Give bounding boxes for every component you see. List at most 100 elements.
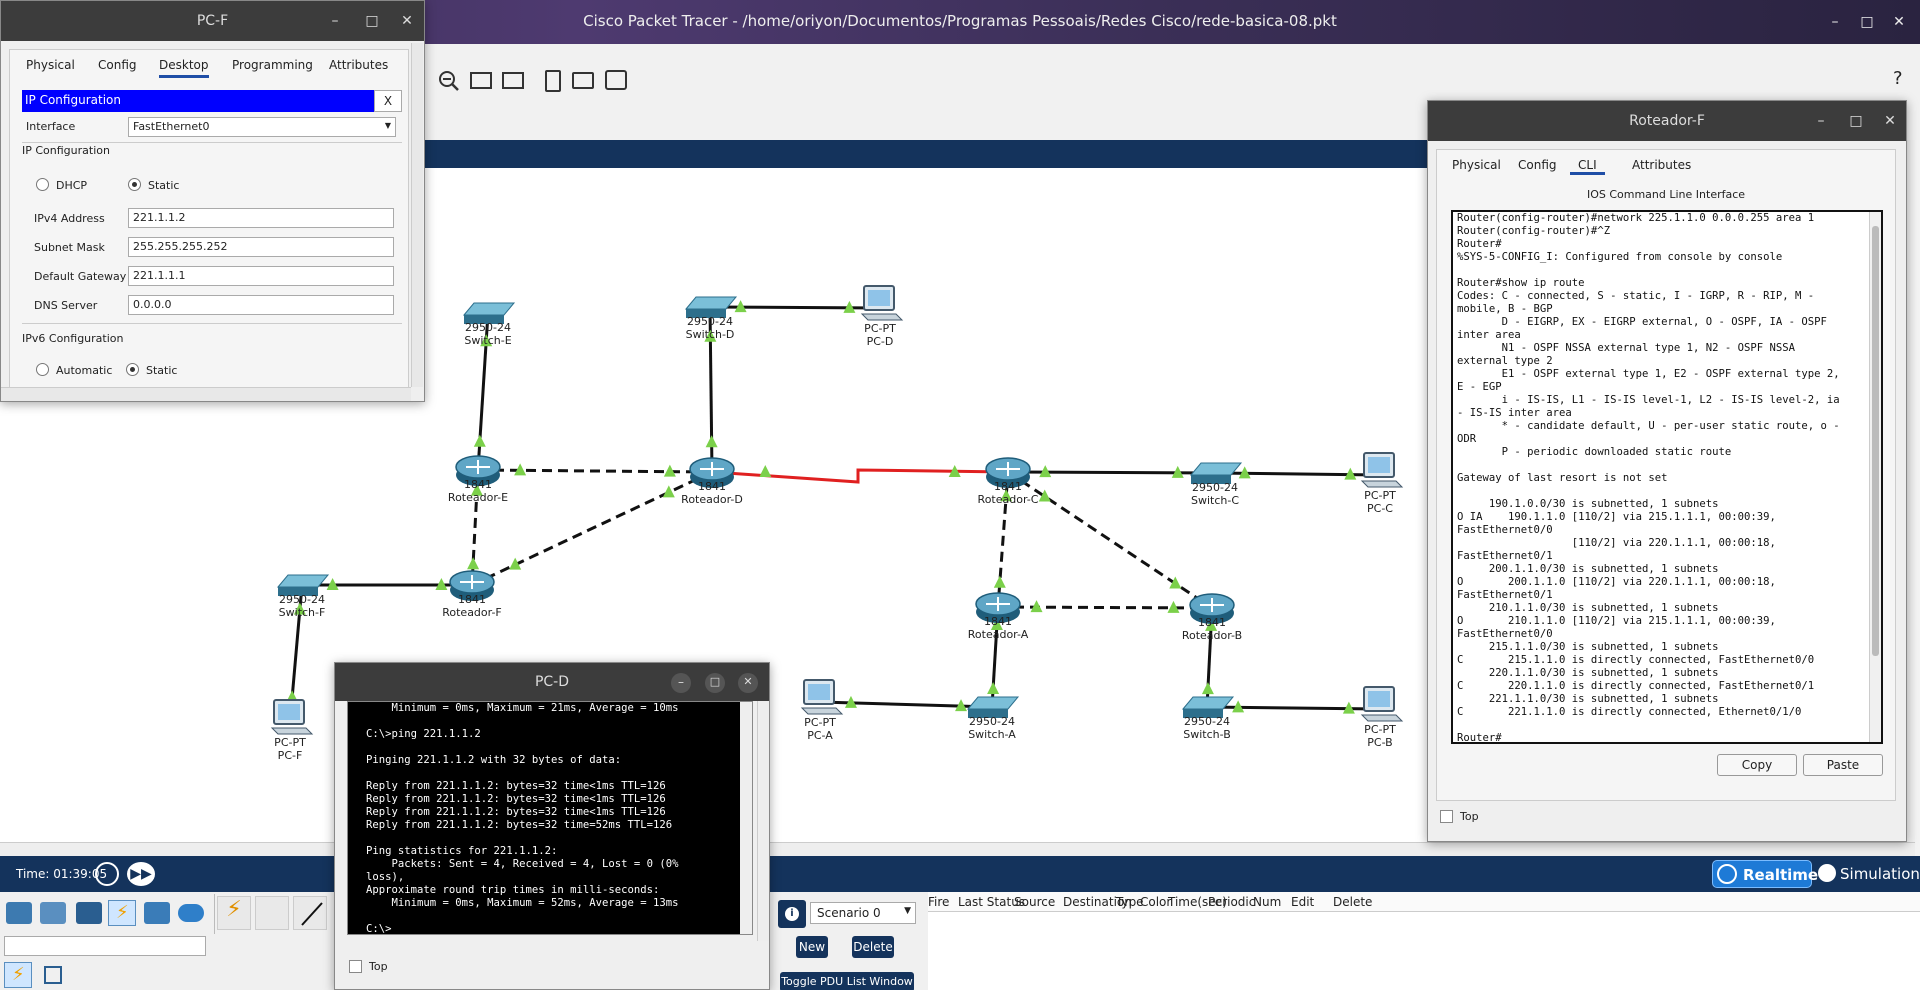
- tab-config[interactable]: Config: [98, 58, 137, 72]
- fast-forward-icon[interactable]: ▶▶: [127, 862, 155, 886]
- ipv4-label: IPv4 Address: [34, 212, 105, 225]
- link-status-icon: [663, 464, 676, 477]
- minimize-button[interactable]: –: [1831, 14, 1839, 30]
- pdu-col-type: Type: [1116, 895, 1144, 909]
- interface-select[interactable]: FastEthernet0▼: [128, 117, 396, 137]
- pc-f-maximize-button[interactable]: □: [365, 13, 379, 29]
- interface-label: Interface: [26, 120, 76, 133]
- ip-config-close-button[interactable]: X: [374, 90, 402, 112]
- zoom-out-icon[interactable]: [438, 70, 460, 92]
- tab-attributes[interactable]: Attributes: [329, 58, 389, 72]
- pc-f-hscrollbar[interactable]: [1, 387, 411, 401]
- cli-console[interactable]: Router(config-router)#network 225.1.1.0 …: [1451, 210, 1883, 744]
- simulation-button[interactable]: Simulation: [1816, 860, 1920, 888]
- ipv6-automatic-radio[interactable]: [36, 363, 49, 376]
- cli-scrollbar[interactable]: [1869, 212, 1881, 742]
- misc-icon[interactable]: [144, 902, 170, 924]
- info-icon[interactable]: i: [778, 900, 806, 928]
- rf-top-checkbox[interactable]: [1440, 810, 1453, 823]
- help-icon[interactable]: ?: [1893, 68, 1903, 89]
- pc-f-vscrollbar[interactable]: [411, 43, 423, 387]
- lightning-connection-icon[interactable]: ⚡: [4, 962, 32, 988]
- maximize-button[interactable]: □: [1860, 14, 1874, 30]
- pc-d-minimize-button[interactable]: –: [671, 673, 691, 693]
- image-icon[interactable]: [605, 70, 627, 90]
- pc-d-close-button[interactable]: ✕: [738, 673, 758, 693]
- tab-programming[interactable]: Programming: [232, 58, 313, 72]
- topology-diagram[interactable]: [0, 168, 1903, 842]
- link-switch-d-pc-d: [709, 305, 881, 310]
- horizontal-scrollbar[interactable]: [0, 842, 1915, 856]
- switch-f-switch-front: [278, 587, 318, 596]
- palette-icon[interactable]: [470, 72, 492, 89]
- roteador-f-router-arrows: [460, 575, 484, 589]
- dhcp-radio[interactable]: [36, 178, 49, 191]
- roteador-a-router-arrows: [986, 597, 1010, 611]
- pc-d-maximize-button[interactable]: □: [705, 673, 725, 693]
- pc-b-pc-base: [1360, 714, 1404, 722]
- static-radio[interactable]: [128, 178, 141, 191]
- reset-time-icon[interactable]: [95, 862, 119, 886]
- terminal-scrollbar[interactable]: [740, 702, 752, 934]
- copy-button[interactable]: Copy: [1717, 754, 1797, 776]
- tab-physical[interactable]: Physical: [1452, 158, 1501, 172]
- device-type: 2950-24: [687, 315, 733, 328]
- network-devices-icon[interactable]: [6, 902, 32, 924]
- rf-minimize-button[interactable]: –: [1817, 113, 1825, 129]
- link-status-icon: [1344, 467, 1357, 480]
- pc-d-vscrollbar[interactable]: [757, 701, 769, 941]
- device-name: Switch-D: [685, 328, 735, 341]
- ipv4-field[interactable]: 221.1.1.2: [128, 208, 394, 228]
- rf-maximize-button[interactable]: □: [1849, 113, 1863, 129]
- tab-desktop[interactable]: Desktop: [159, 58, 209, 78]
- end-devices-icon[interactable]: [40, 902, 66, 924]
- switch-d-switch-front: [686, 309, 726, 318]
- new-scenario-button[interactable]: New: [796, 936, 828, 958]
- straight-cable-icon[interactable]: [293, 896, 327, 930]
- connections-icon[interactable]: ⚡: [108, 900, 136, 926]
- link-status-icon: [509, 557, 522, 570]
- tab-config[interactable]: Config: [1518, 158, 1557, 172]
- pc-a-pc-screen: [808, 684, 830, 700]
- ipv6-static-radio[interactable]: [126, 363, 139, 376]
- tab-cli[interactable]: CLI: [1570, 158, 1605, 175]
- tab-physical[interactable]: Physical: [26, 58, 75, 72]
- console-cable-icon[interactable]: [255, 896, 289, 930]
- close-button[interactable]: ✕: [1893, 14, 1905, 30]
- dns-server-field[interactable]: 0.0.0.0: [128, 295, 394, 315]
- toggle-pdu-list-button[interactable]: Toggle PDU List Window: [780, 972, 914, 990]
- notes-icon[interactable]: [545, 70, 561, 92]
- link-roteador-c-switch-c: [1007, 470, 1216, 475]
- pc-d-terminal[interactable]: Minimum = 0ms, Maximum = 21ms, Average =…: [347, 701, 753, 935]
- custom-device-icon[interactable]: [502, 72, 524, 89]
- pc-d-terminal-output[interactable]: Minimum = 0ms, Maximum = 21ms, Average =…: [366, 702, 679, 934]
- auto-connection-icon[interactable]: ⚡: [217, 896, 251, 930]
- realtime-button[interactable]: Realtime: [1712, 860, 1818, 888]
- device-search-field[interactable]: [4, 936, 206, 956]
- link-status-icon: [1039, 465, 1052, 478]
- cloud-icon[interactable]: [178, 904, 204, 922]
- delete-scenario-button[interactable]: Delete: [852, 936, 894, 958]
- device-name: Roteador-E: [447, 491, 509, 504]
- rf-close-button[interactable]: ✕: [1884, 113, 1896, 129]
- scenario-select[interactable]: Scenario 0▼: [810, 902, 916, 924]
- device-type: PC-PT: [274, 736, 306, 749]
- grid-icon[interactable]: [44, 966, 62, 984]
- components-icon[interactable]: [76, 902, 102, 924]
- paste-button[interactable]: Paste: [1803, 754, 1883, 776]
- pc-f-close-button[interactable]: ✕: [401, 13, 413, 29]
- pc-f-minimize-button[interactable]: –: [331, 13, 339, 29]
- cli-output[interactable]: Router(config-router)#network 225.1.1.0 …: [1457, 212, 1840, 742]
- device-name: PC-C: [1367, 502, 1393, 515]
- pc-d-top-checkbox[interactable]: [349, 960, 362, 973]
- subnet-mask-field[interactable]: 255.255.255.252: [128, 237, 394, 257]
- dns-label: DNS Server: [34, 299, 98, 312]
- viewport-icon[interactable]: [572, 72, 594, 89]
- tab-attributes[interactable]: Attributes: [1632, 158, 1692, 172]
- default-gateway-field[interactable]: 221.1.1.1: [128, 266, 394, 286]
- static-label: Static: [148, 179, 180, 192]
- clock-icon: [1717, 864, 1737, 884]
